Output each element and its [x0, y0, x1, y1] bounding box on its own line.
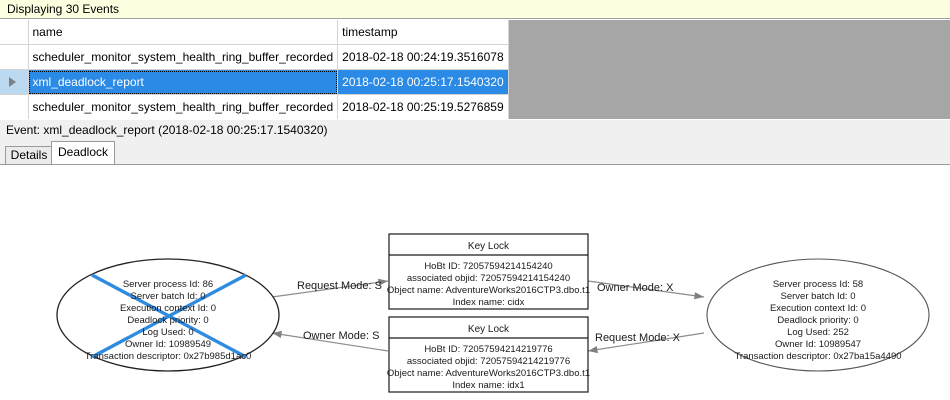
process-left-line-1: Server process Id: 86	[123, 279, 213, 290]
tab-details[interactable]: Details	[5, 146, 53, 164]
row-selector-cell[interactable]	[0, 69, 29, 95]
tab-strip: Details Deadlock	[0, 141, 950, 164]
current-row-arrow-icon	[9, 77, 16, 87]
keylock-top-line-2: associated objid: 72057594214154240	[407, 273, 570, 284]
table-row[interactable]: scheduler_monitor_system_health_ring_buf…	[0, 94, 509, 119]
process-node-left[interactable]: Server process Id: 86 Server batch Id: 0…	[56, 258, 280, 372]
process-left-line-2: Server batch Id: 0	[131, 291, 206, 302]
keylock-top-line-1: HoBt ID: 72057594214154240	[424, 261, 552, 272]
table-row[interactable]: scheduler_monitor_system_health_ring_buf…	[0, 44, 509, 70]
cell-timestamp[interactable]: 2018-02-18 00:24:19.3516078	[337, 44, 509, 70]
resource-node-keylock-bottom[interactable]: Key Lock HoBt ID: 72057594214219776 asso…	[387, 316, 590, 393]
keylock-bottom-line-3: Object name: AdventureWorks2016CTP3.dbo.…	[387, 368, 590, 379]
edge-label-request-s: Request Mode: S	[297, 280, 382, 292]
process-right-line-1: Server process Id: 58	[773, 279, 863, 290]
edge-request-s-group: Request Mode: S	[271, 278, 389, 298]
events-grid[interactable]: name timestamp scheduler_monitor_system_…	[0, 20, 509, 119]
cell-timestamp[interactable]: 2018-02-18 00:25:19.5276859	[337, 94, 509, 119]
deadlock-graph-pane[interactable]: Request Mode: S Owner Mode: S Owner Mode…	[0, 164, 950, 400]
keylock-top-line-4: Index name: cidx	[453, 297, 525, 308]
process-right-line-2: Server batch Id: 0	[781, 291, 856, 302]
row-selector-cell[interactable]	[0, 94, 29, 119]
column-header-selector[interactable]	[0, 20, 29, 45]
edge-owner-s-group: Owner Mode: S	[271, 330, 389, 352]
column-header-timestamp[interactable]: timestamp	[337, 20, 509, 45]
edge-request-x-group: Request Mode: X	[587, 332, 705, 354]
grid-header-row: name timestamp	[0, 20, 509, 45]
status-bar: Displaying 30 Events	[0, 0, 950, 19]
edge-label-owner-s: Owner Mode: S	[303, 330, 379, 342]
keylock-top-title: Key Lock	[468, 241, 510, 252]
process-left-line-3: Execution context Id: 0	[120, 303, 216, 314]
edge-owner-x-group: Owner Mode: X	[587, 280, 705, 300]
victim-cross-icon	[91, 273, 247, 359]
keylock-top-line-3: Object name: AdventureWorks2016CTP3.dbo.…	[387, 285, 590, 296]
deadlock-graph: Request Mode: S Owner Mode: S Owner Mode…	[56, 233, 930, 393]
cell-name[interactable]: scheduler_monitor_system_health_ring_buf…	[28, 94, 339, 119]
status-bar-label: Displaying 30 Events	[7, 2, 120, 16]
process-right-line-7: Transaction descriptor: 0x27ba15a4490	[734, 351, 901, 362]
event-caption-bar: Event: xml_deadlock_report (2018-02-18 0…	[0, 120, 950, 142]
edge-label-owner-x: Owner Mode: X	[597, 282, 674, 294]
table-row-selected[interactable]: xml_deadlock_report 2018-02-18 00:25:17.…	[0, 69, 509, 95]
cell-timestamp[interactable]: 2018-02-18 00:25:17.1540320	[337, 69, 509, 95]
keylock-bottom-line-2: associated objid: 72057594214219776	[407, 356, 570, 367]
keylock-bottom-title: Key Lock	[468, 324, 510, 335]
process-left-line-4: Deadlock priority: 0	[127, 315, 208, 326]
cell-name[interactable]: xml_deadlock_report	[28, 69, 339, 95]
process-right-line-5: Log Used: 252	[787, 327, 849, 338]
event-caption-text: Event: xml_deadlock_report (2018-02-18 0…	[6, 123, 328, 137]
process-left-line-7: Transaction descriptor: 0x27b985d1ac0	[85, 351, 252, 362]
tab-deadlock[interactable]: Deadlock	[51, 141, 115, 164]
process-left-line-6: Owner Id: 10989549	[125, 339, 211, 350]
process-left-line-5: Log Used: 0	[142, 327, 193, 338]
keylock-bottom-line-1: HoBt ID: 72057594214219776	[424, 344, 552, 355]
cell-name[interactable]: scheduler_monitor_system_health_ring_buf…	[28, 44, 339, 70]
process-node-right[interactable]: Server process Id: 58 Server batch Id: 0…	[706, 258, 930, 372]
process-right-line-4: Deadlock priority: 0	[777, 315, 858, 326]
edge-label-request-x: Request Mode: X	[595, 332, 681, 344]
process-right-line-6: Owner Id: 10989547	[775, 339, 861, 350]
row-selector-cell[interactable]	[0, 44, 29, 70]
column-header-name[interactable]: name	[28, 20, 339, 45]
events-grid-container[interactable]: name timestamp scheduler_monitor_system_…	[0, 20, 950, 119]
resource-node-keylock-top[interactable]: Key Lock HoBt ID: 72057594214154240 asso…	[387, 233, 590, 310]
keylock-bottom-line-4: Index name: idx1	[452, 380, 524, 391]
process-right-line-3: Execution context Id: 0	[770, 303, 866, 314]
